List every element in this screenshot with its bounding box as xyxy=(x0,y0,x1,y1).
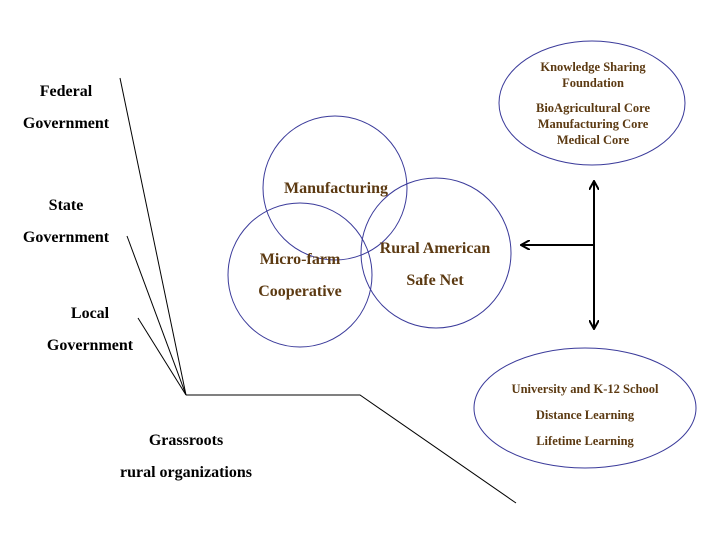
grassroots-label: Grassroots rural organizations xyxy=(100,425,272,489)
microfarm-circle xyxy=(227,202,373,348)
local-line xyxy=(137,317,187,396)
state-line-1: State xyxy=(48,197,84,214)
local-line-2: Government xyxy=(46,337,134,354)
knowledge-text: Knowledge Sharing Foundation BioAgricult… xyxy=(514,59,672,148)
grassroots-line xyxy=(186,394,517,504)
knowledge-item: Medical Core xyxy=(556,133,630,147)
rural-label: Rural American Safe Net xyxy=(368,233,502,297)
university-item: Lifetime Learning xyxy=(536,434,634,448)
university-title: University and K-12 School xyxy=(511,382,659,396)
state-line-2: Government xyxy=(22,229,110,246)
university-text: University and K-12 School Distance Lear… xyxy=(484,376,686,454)
knowledge-item: BioAgricultural Core xyxy=(536,101,650,115)
federal-label: Federal Government xyxy=(16,76,116,140)
federal-line-2: Government xyxy=(22,115,110,132)
state-label: State Government xyxy=(16,190,116,254)
knowledge-oval xyxy=(498,40,686,166)
university-oval xyxy=(473,347,697,469)
grassroots-line-2: rural organizations xyxy=(120,464,252,481)
microfarm-label: Micro-farm Cooperative xyxy=(240,244,360,308)
rural-line-1: Rural American xyxy=(379,240,491,257)
federal-line xyxy=(119,77,187,396)
manufacturing-label: Manufacturing xyxy=(284,180,388,197)
knowledge-title-1: Knowledge Sharing xyxy=(540,60,646,74)
rural-circle xyxy=(360,177,512,329)
federal-line-1: Federal xyxy=(39,83,93,100)
microfarm-line-1: Micro-farm xyxy=(259,251,341,268)
knowledge-title-2: Foundation xyxy=(562,76,624,90)
university-item: Distance Learning xyxy=(535,408,635,422)
local-label: Local Government xyxy=(38,298,142,362)
knowledge-item: Manufacturing Core xyxy=(537,117,649,131)
state-line xyxy=(126,235,187,396)
rural-line-2: Safe Net xyxy=(406,272,464,289)
microfarm-line-2: Cooperative xyxy=(258,283,342,300)
local-line-1: Local xyxy=(70,305,110,322)
grassroots-line-1: Grassroots xyxy=(148,432,224,449)
manufacturing-circle xyxy=(262,115,408,261)
